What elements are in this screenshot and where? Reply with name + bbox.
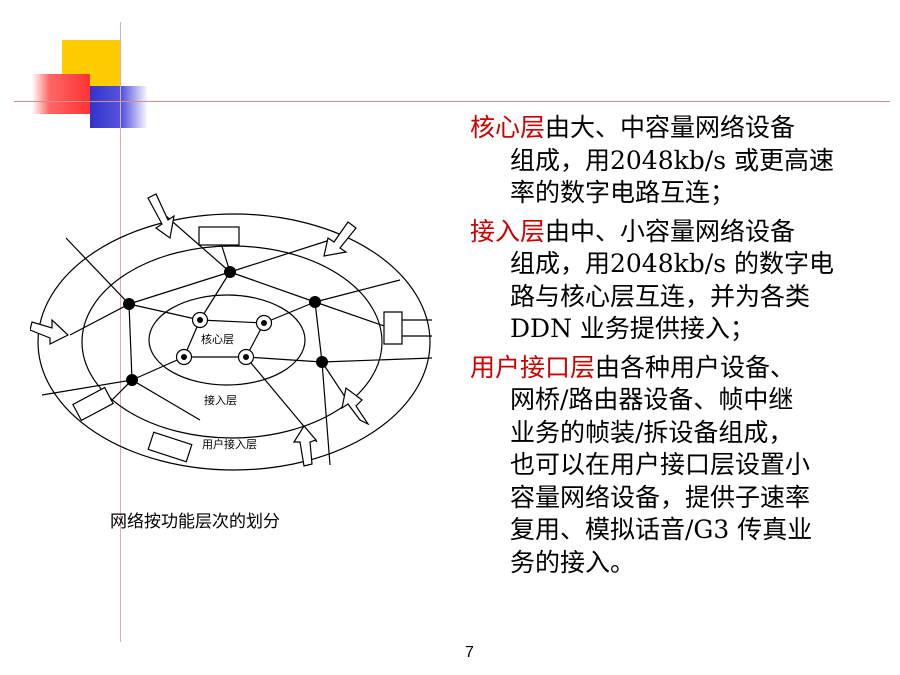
- user-layer-ellipse: [37, 213, 431, 471]
- arrow-icon: [30, 318, 70, 345]
- keyword-core-layer: 核心层: [470, 113, 546, 142]
- core-nodes: [175, 311, 273, 366]
- blue-square-decoration: [90, 86, 148, 128]
- user-devices: [72, 226, 432, 463]
- network-layer-diagram: 核心层 接入层 用户接入层: [30, 193, 433, 471]
- arrow-icon: [292, 424, 318, 467]
- paragraph-user-layer: 用户接口层由各种用户设备、网桥/路由器设备、帧中继业务的帧装/拆设备组成，也可以…: [470, 352, 813, 577]
- paragraph-core-layer: 核心层由大、中容量网络设备组成，用2048kb/s 或更高速率的数字电路互连；: [470, 113, 834, 207]
- device-box: [72, 386, 114, 422]
- keyword-access-layer: 接入层: [470, 216, 546, 246]
- core-layer-label: 核心层: [201, 332, 234, 346]
- access-node: [316, 356, 328, 368]
- access-layer-label: 接入层: [204, 394, 237, 407]
- access-node: [309, 296, 321, 308]
- arrow-icon: [341, 386, 370, 426]
- device-box: [147, 431, 193, 463]
- access-nodes: [123, 266, 328, 386]
- device-box: [383, 311, 403, 345]
- horizontal-rule: [14, 101, 890, 102]
- access-node: [126, 374, 138, 386]
- page-number: 7: [465, 644, 474, 661]
- paragraph-access-layer: 接入层由中、小容量网络设备组成，用2048kb/s 的数字电路与核心层互连，并为…: [470, 216, 834, 344]
- access-node: [224, 266, 236, 278]
- user-layer-label: 用户接入层: [202, 437, 257, 451]
- keyword-user-layer: 用户接口层: [470, 352, 596, 382]
- network-links: [41, 215, 433, 466]
- arrow-icon: [147, 193, 175, 240]
- access-node: [123, 298, 135, 310]
- description-panel: 核心层由大、中容量网络设备组成，用2048kb/s 或更高速率的数字电路互连； …: [470, 112, 880, 585]
- diagram-caption: 网络按功能层次的划分: [110, 512, 280, 532]
- red-square-decoration: [32, 74, 90, 114]
- arrow-icon: [323, 221, 357, 257]
- device-box: [198, 226, 240, 246]
- vertical-rule: [120, 22, 121, 642]
- access-layer-ellipse: [81, 245, 383, 439]
- core-layer-ellipse: [148, 294, 306, 386]
- user-interface-arrows: [30, 193, 370, 467]
